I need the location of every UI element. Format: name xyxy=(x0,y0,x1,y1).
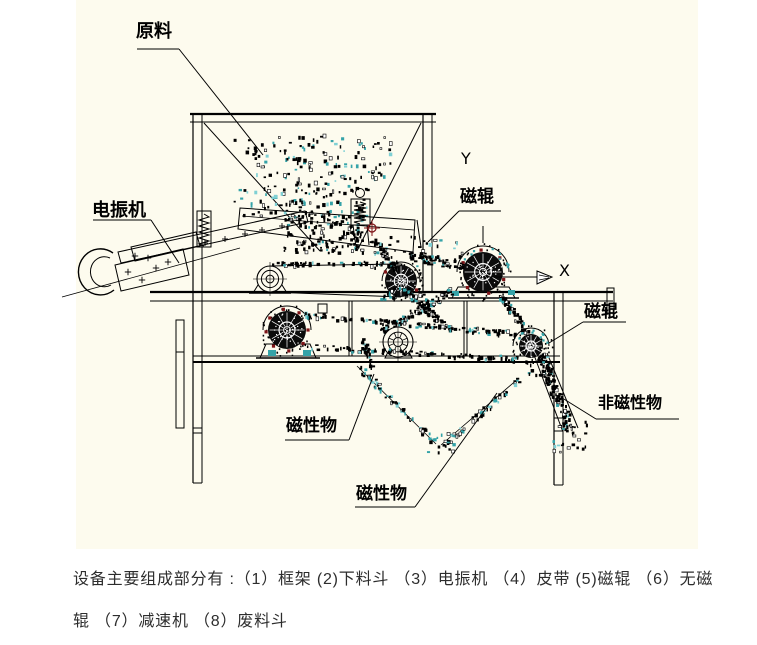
label-raw-material: 原料 xyxy=(136,21,172,42)
axis-y-label: Y xyxy=(461,149,471,168)
target-mark xyxy=(364,220,380,236)
label-magnetic-material-2: 磁性物 xyxy=(356,484,407,504)
magnetic-head-roller xyxy=(448,226,519,302)
upper-conveyor xyxy=(249,262,402,298)
waste-chute xyxy=(525,352,588,454)
caption-line-1: 设备主要组成部分有 :（1）框架 (2)下料斗 （3）电振机 （4）皮带 (5)… xyxy=(73,571,714,588)
upper-belt-particles xyxy=(272,240,465,302)
frame-structure xyxy=(150,112,615,486)
upper-drive-pulley xyxy=(381,260,424,302)
discharge-streams xyxy=(356,365,522,455)
axis-x-label: X xyxy=(559,261,570,280)
label-magnetic-material-1: 磁性物 xyxy=(286,416,337,436)
lower-conveyor xyxy=(256,304,417,361)
lower-belt-particles xyxy=(304,311,519,364)
transfer-streams xyxy=(360,287,531,370)
label-non-magnetic-material: 非磁性物 xyxy=(598,393,663,412)
caption-line-2: 辊 （7）减速机 （8）废料斗 xyxy=(73,613,288,630)
magnetic-roller-right-group xyxy=(512,325,554,366)
vibrating-feeder xyxy=(61,188,422,298)
label-vibrator: 电振机 xyxy=(92,200,146,221)
label-magnetic-roller-right: 磁辊 xyxy=(584,302,618,322)
coordinate-axes xyxy=(483,270,554,285)
label-magnetic-roller-top: 磁辊 xyxy=(460,187,494,207)
leader-lines xyxy=(93,48,679,508)
hopper-particles xyxy=(233,133,464,270)
